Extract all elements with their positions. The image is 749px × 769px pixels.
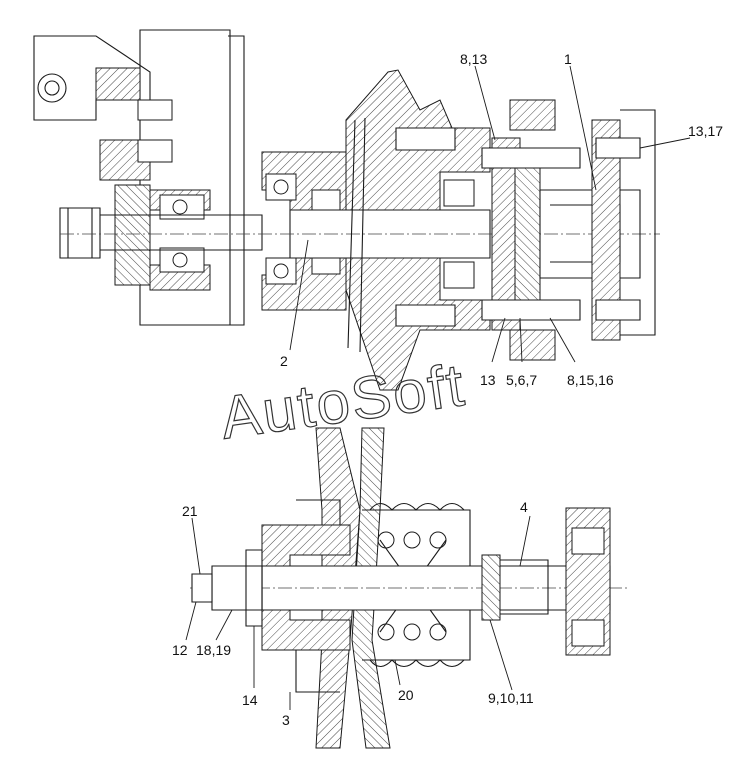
watermark-text: AutoSoft	[216, 351, 469, 452]
callout-13: 13	[480, 372, 496, 388]
callout-9-10-11: 9,10,11	[488, 690, 534, 706]
callout-20: 20	[398, 687, 414, 703]
leader-lines	[185, 65, 691, 710]
top-assembly	[33, 29, 660, 391]
callout-1: 1	[564, 51, 572, 67]
callout-2: 2	[280, 353, 288, 369]
callout-8-13: 8,13	[460, 51, 487, 67]
callout-labels: 8,13 1 13,17 2 13 5,6,7 8,15,16 4 21 12 …	[172, 51, 723, 728]
callout-4: 4	[520, 499, 528, 515]
callout-8-15-16: 8,15,16	[567, 372, 614, 388]
callout-14: 14	[242, 692, 258, 708]
bottom-assembly	[190, 427, 630, 749]
callout-3: 3	[282, 712, 290, 728]
callout-13-17: 13,17	[688, 123, 723, 139]
callout-18-19: 18,19	[196, 642, 231, 658]
callout-12: 12	[172, 642, 188, 658]
callout-21: 21	[182, 503, 198, 519]
callout-5-6-7: 5,6,7	[506, 372, 537, 388]
